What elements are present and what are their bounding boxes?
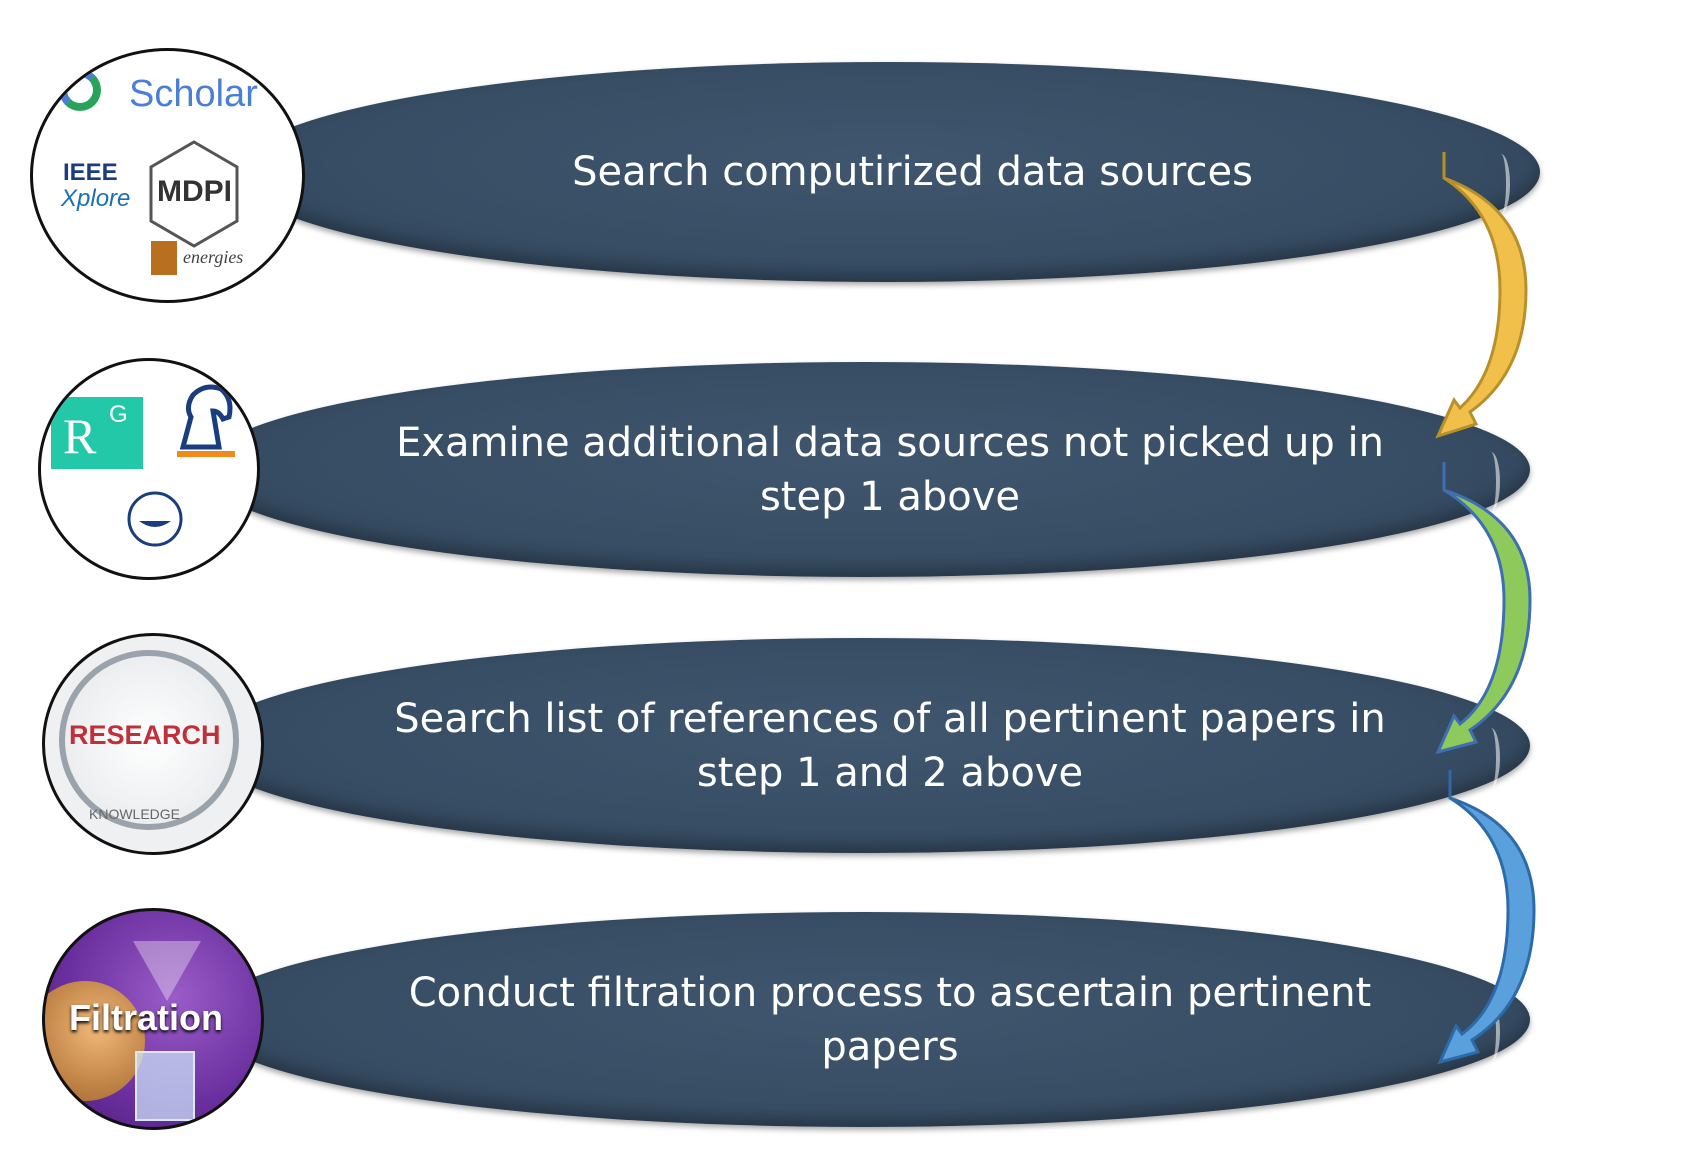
energies-logo-icon xyxy=(151,241,177,275)
step-4-text: Conduct filtration process to ascertain … xyxy=(408,969,1372,1070)
badge-data-sources: Scholar IEEE Xplore MDPI energies xyxy=(30,48,305,303)
step-4: Conduct filtration process to ascertain … xyxy=(200,912,1530,1127)
sphere-icon xyxy=(45,981,145,1101)
arrow-step1-to-step2 xyxy=(1435,152,1528,439)
funnel-icon xyxy=(133,941,201,1001)
mdpi-text: MDPI xyxy=(157,175,232,208)
arrow-step3-to-step4 xyxy=(1437,770,1536,1065)
energies-logo: energies xyxy=(183,247,244,267)
google-logo-icon xyxy=(59,69,101,111)
scholar-logo: Scholar xyxy=(129,73,258,115)
horse-logo-icon xyxy=(177,384,235,457)
mdpi-logo-icon: MDPI xyxy=(147,139,241,249)
filtration-word: Filtration xyxy=(69,997,223,1038)
xplore-logo: Xplore xyxy=(61,185,131,212)
step-3-text: Search list of references of all pertine… xyxy=(394,695,1386,796)
magnifier-lens-icon xyxy=(59,650,239,830)
step-3: Search list of references of all pertine… xyxy=(200,638,1530,853)
lamp-logo-icon xyxy=(127,491,183,547)
researchgate-logo: R G xyxy=(51,397,143,469)
step-1-text: Search computirized data sources xyxy=(572,149,1253,195)
badge-research: RESEARCH KNOWLEDGE xyxy=(42,633,264,855)
research-word: RESEARCH xyxy=(69,720,221,750)
badge-filtration: Filtration xyxy=(42,908,264,1130)
knowledge-word: KNOWLEDGE xyxy=(89,806,181,822)
connector-arrows xyxy=(1435,152,1536,1065)
step-2-text: Examine additional data sources not pick… xyxy=(396,419,1384,520)
ieee-logo: IEEE xyxy=(63,159,118,186)
badge-additional-sources: R G xyxy=(38,358,260,580)
beaker-icon xyxy=(135,1051,195,1121)
arrow-step2-to-step3 xyxy=(1435,462,1532,755)
step-2: Examine additional data sources not pick… xyxy=(200,362,1530,577)
step-1: Search computirized data sources xyxy=(235,62,1540,282)
